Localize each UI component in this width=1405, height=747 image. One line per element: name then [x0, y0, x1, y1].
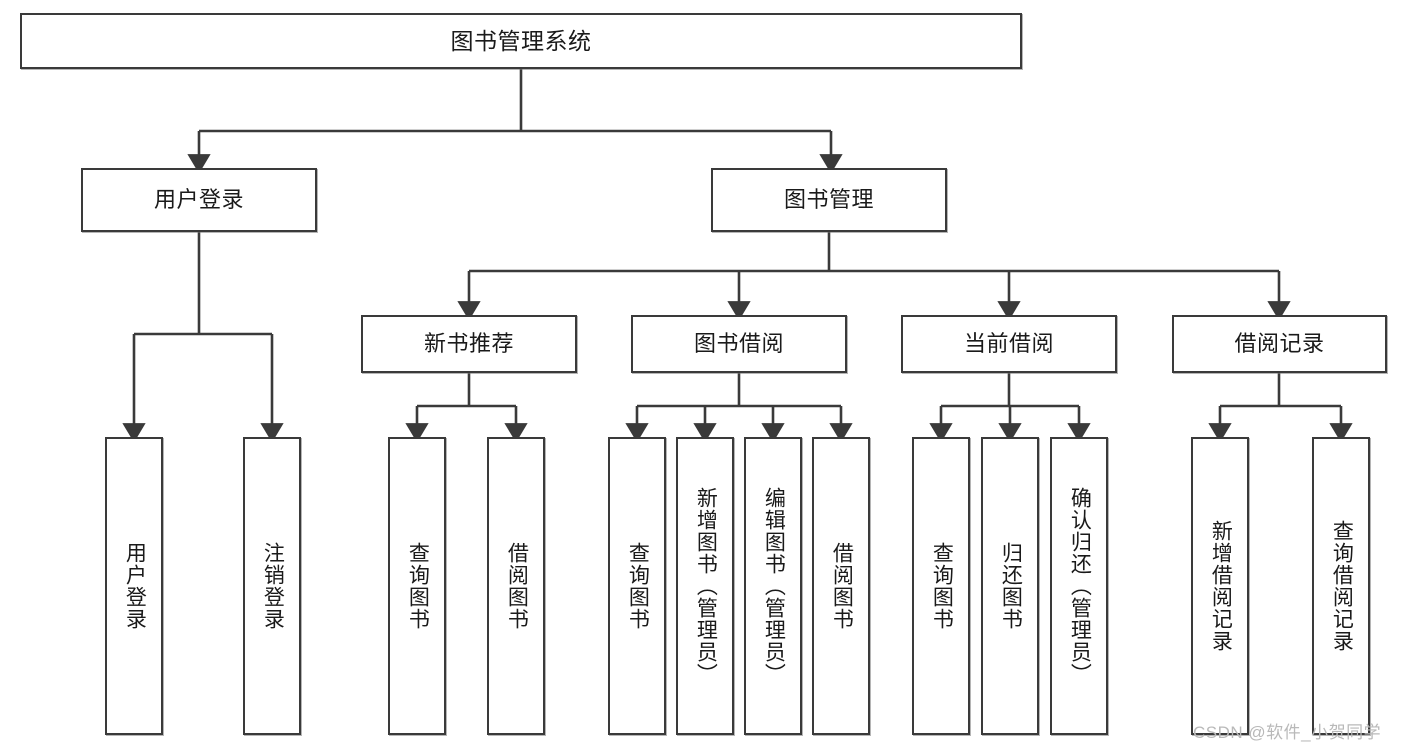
leaf-recommend-borrow-book[interactable]: 借阅图书: [487, 437, 545, 735]
node-root[interactable]: 图书管理系统: [20, 13, 1022, 69]
node-new-book-recommend[interactable]: 新书推荐: [361, 315, 577, 373]
node-borrow-records[interactable]: 借阅记录: [1172, 315, 1387, 373]
leaf-user-logout-label: 注销登录: [261, 542, 285, 630]
node-new-book-recommend-label: 新书推荐: [423, 331, 514, 357]
node-current-borrow[interactable]: 当前借阅: [901, 315, 1117, 373]
csdn-watermark: CSDN @软件_小贺同学: [1193, 723, 1382, 742]
leaf-add-borrow-record[interactable]: 新增借阅记录: [1191, 437, 1249, 735]
leaf-edit-book-admin-label: 编辑图书（管理员）: [762, 487, 786, 685]
leaf-borrow-query-book[interactable]: 查询图书: [608, 437, 666, 735]
leaf-edit-book-admin[interactable]: 编辑图书（管理员）: [744, 437, 802, 735]
leaf-recommend-query-book[interactable]: 查询图书: [388, 437, 446, 735]
leaf-query-borrow-record[interactable]: 查询借阅记录: [1312, 437, 1370, 735]
node-user-login-label: 用户登录: [153, 187, 244, 213]
node-user-login[interactable]: 用户登录: [81, 168, 317, 232]
leaf-user-login-label: 用户登录: [123, 542, 147, 630]
leaf-current-query-book-label: 查询图书: [930, 542, 954, 630]
leaf-query-borrow-record-label: 查询借阅记录: [1330, 520, 1354, 652]
leaf-confirm-return-admin-label: 确认归还（管理员）: [1068, 487, 1092, 685]
leaf-add-borrow-record-label: 新增借阅记录: [1209, 520, 1233, 652]
leaf-return-book-label: 归还图书: [999, 542, 1023, 630]
leaf-add-book-admin[interactable]: 新增图书（管理员）: [676, 437, 734, 735]
leaf-add-book-admin-label: 新增图书（管理员）: [694, 487, 718, 685]
leaf-recommend-query-book-label: 查询图书: [406, 542, 430, 630]
leaf-borrow-book-label: 借阅图书: [830, 542, 854, 630]
leaf-user-login[interactable]: 用户登录: [105, 437, 163, 735]
node-current-borrow-label: 当前借阅: [963, 331, 1054, 357]
node-book-borrow-label: 图书借阅: [693, 331, 784, 357]
leaf-recommend-borrow-book-label: 借阅图书: [505, 542, 529, 630]
leaf-current-query-book[interactable]: 查询图书: [912, 437, 970, 735]
node-book-borrow[interactable]: 图书借阅: [631, 315, 847, 373]
leaf-borrow-query-book-label: 查询图书: [626, 542, 650, 630]
leaf-borrow-book[interactable]: 借阅图书: [812, 437, 870, 735]
leaf-return-book[interactable]: 归还图书: [981, 437, 1039, 735]
node-book-management[interactable]: 图书管理: [711, 168, 947, 232]
leaf-user-logout[interactable]: 注销登录: [243, 437, 301, 735]
node-borrow-records-label: 借阅记录: [1234, 331, 1325, 357]
leaf-confirm-return-admin[interactable]: 确认归还（管理员）: [1050, 437, 1108, 735]
node-book-management-label: 图书管理: [783, 187, 874, 213]
node-root-label: 图书管理系统: [450, 27, 592, 54]
